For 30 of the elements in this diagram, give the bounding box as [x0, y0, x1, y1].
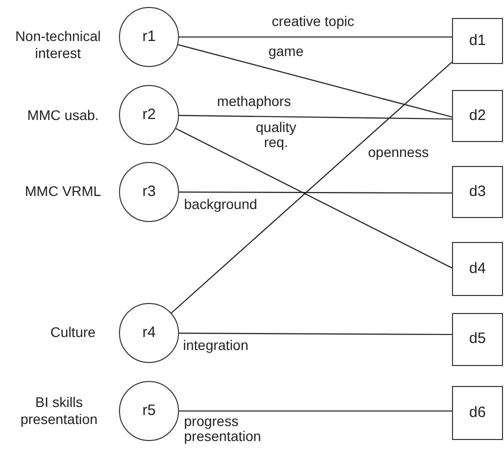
node-caption: Culture — [49, 324, 97, 341]
node-label: r5 — [142, 402, 156, 420]
node-label: d1 — [469, 32, 486, 50]
node-label: r3 — [142, 184, 156, 200]
square-node — [452, 166, 503, 218]
node-caption: MMC VRML — [24, 183, 102, 200]
node-label: r1 — [142, 28, 156, 46]
square-node — [452, 242, 503, 296]
connector-line — [179, 332, 452, 336]
node-label: d6 — [469, 404, 486, 422]
node-caption: BI skills presentation — [19, 394, 99, 428]
square-node — [452, 18, 503, 64]
square-node — [452, 90, 503, 142]
node-label: d2 — [469, 108, 486, 124]
node-label: d4 — [469, 260, 486, 278]
node-label: r4 — [142, 324, 156, 342]
node-label: d3 — [469, 184, 486, 200]
connector-line — [171, 62, 452, 314]
node-label: d5 — [469, 331, 486, 348]
connector-line — [178, 44, 452, 118]
connector-line — [179, 192, 452, 194]
connector-line — [176, 128, 452, 268]
connector-line — [179, 410, 452, 412]
node-label: r2 — [142, 106, 156, 124]
node-caption: MMC usab. — [26, 107, 100, 124]
square-node — [452, 313, 503, 366]
node-caption: Non-technical interest — [14, 28, 102, 62]
connector-line — [178, 114, 452, 120]
connector-line — [179, 36, 452, 38]
square-node — [452, 386, 503, 440]
